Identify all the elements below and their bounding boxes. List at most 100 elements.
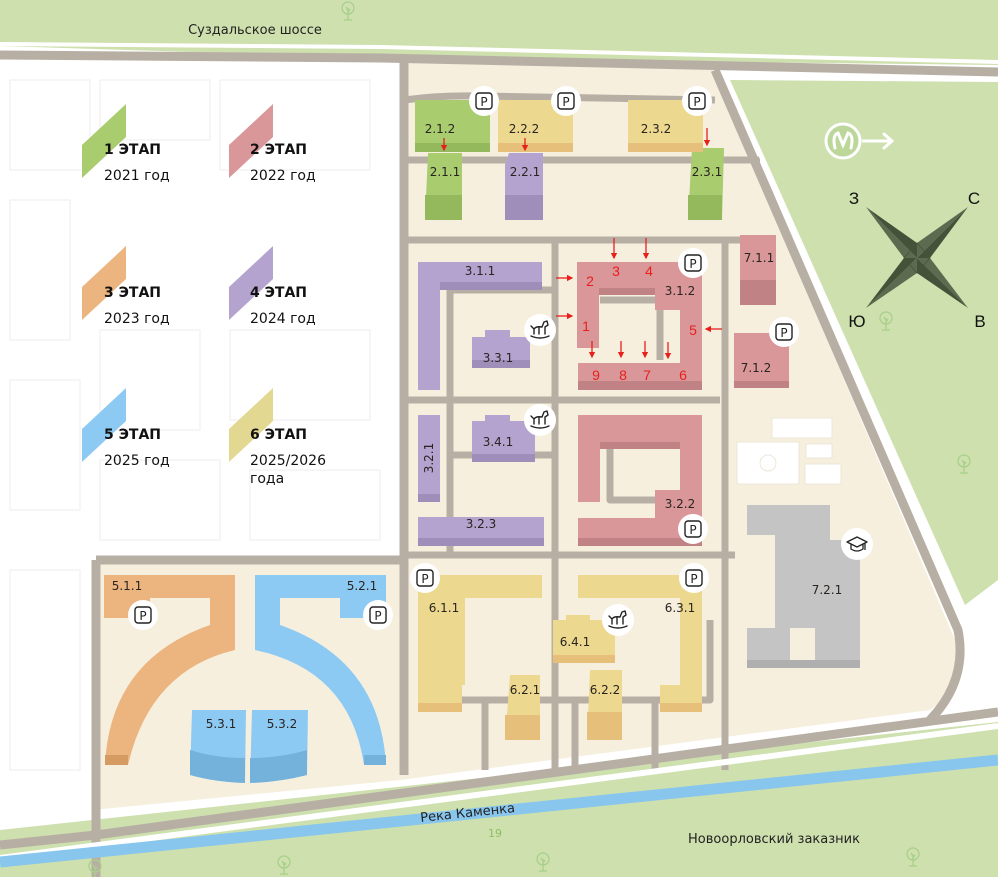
compass-south: Ю (848, 312, 865, 331)
building-labels: 2.1.2 2.1.1 2.2.2 2.2.1 2.3.2 2.3.1 3.1.… (112, 122, 843, 731)
road-edge (0, 723, 998, 861)
label: 3.4.1 (483, 435, 514, 449)
parking-icon[interactable] (362, 599, 394, 631)
park-right (730, 80, 998, 605)
label: 6.2.1 (510, 683, 541, 697)
background-city-blocks (9, 79, 381, 771)
river (0, 754, 998, 868)
legend-item-stage2[interactable]: 2 ЭТАП 2022 год (229, 104, 316, 184)
building-7.2.1[interactable] (747, 505, 860, 668)
parking-icon[interactable] (409, 562, 441, 594)
graduation-cap-icon[interactable] (840, 527, 874, 561)
label: 7.1.2 (741, 361, 772, 375)
rocking-horse-icon[interactable] (523, 403, 557, 437)
entrance-7: 7 (643, 367, 651, 383)
label: 2 ЭТАП (250, 142, 307, 158)
stage1-buildings (415, 100, 724, 220)
road-label: Суздальское шоссе (188, 23, 322, 38)
metro-icon[interactable] (824, 122, 862, 160)
legend-swatch (229, 104, 273, 178)
stage4-buildings (418, 153, 544, 546)
label: 7.2.1 (812, 583, 843, 597)
building-3.1.2[interactable] (577, 262, 702, 390)
building-5.2.1[interactable] (255, 575, 386, 765)
road-edge (0, 42, 998, 64)
entrance-8: 8 (619, 367, 627, 383)
entrance-4: 4 (645, 263, 653, 279)
label: 1 ЭТАП (104, 142, 161, 158)
legend-swatch (82, 388, 126, 462)
label: 3.2.3 (466, 517, 497, 531)
stage5-ground (92, 560, 400, 810)
park-top (0, 0, 998, 65)
compass-west: З (849, 189, 859, 208)
label: 3.1.1 (465, 264, 496, 278)
route-number: 19 (488, 827, 502, 840)
building-6.1.1[interactable] (418, 575, 542, 712)
legend-item-stage3[interactable]: 3 ЭТАП 2023 год (82, 246, 170, 327)
entrance-9: 9 (592, 367, 600, 383)
legend: 1 ЭТАП 2021 год 2 ЭТАП 2022 год 3 ЭТАП 2… (82, 104, 326, 487)
entrance-3: 3 (612, 263, 620, 279)
road-edge (726, 81, 970, 626)
arrow-right-icon (862, 132, 895, 150)
building-5.1.1[interactable] (104, 575, 235, 765)
label: 2.1.2 (425, 122, 456, 136)
reserve-label: Новоорловский заказник (688, 832, 860, 847)
label: 6.2.2 (590, 683, 621, 697)
building-3.2.1[interactable] (418, 415, 440, 502)
sports-area (736, 417, 842, 485)
legend-swatch (229, 246, 273, 320)
label: 3.2.1 (422, 443, 436, 474)
parking-icon[interactable] (127, 599, 159, 631)
building-6.4.1[interactable] (553, 615, 615, 663)
label: 7.1.1 (744, 251, 775, 265)
label: 4 ЭТАП (250, 285, 307, 301)
label: 2.3.2 (641, 122, 672, 136)
parking-icon[interactable] (468, 85, 500, 117)
building-3.3.1[interactable] (472, 330, 530, 368)
label: 6.4.1 (560, 635, 591, 649)
entrance-arrows (440, 128, 722, 360)
parking-icon[interactable] (681, 85, 713, 117)
label: года (250, 471, 284, 487)
parking-icon[interactable] (678, 562, 710, 594)
label: 2022 год (250, 168, 316, 184)
label: 3.2.2 (665, 497, 696, 511)
legend-item-stage6[interactable]: 6 ЭТАП 2025/2026 года (229, 388, 326, 487)
parking-icon[interactable] (550, 85, 582, 117)
compass-north: С (968, 189, 980, 208)
compass-east: В (974, 312, 985, 331)
label: 2025/2026 (250, 453, 326, 469)
parking-icon[interactable] (677, 513, 709, 545)
label: 2021 год (104, 168, 170, 184)
legend-swatch (82, 246, 126, 320)
label: 6.1.1 (429, 601, 460, 615)
label: 2023 год (104, 311, 170, 327)
legend-swatch (82, 104, 126, 178)
entrance-2: 2 (586, 273, 594, 289)
rocking-horse-icon[interactable] (601, 603, 635, 637)
parking-icon[interactable] (677, 247, 709, 279)
label: 5.3.2 (267, 717, 298, 731)
label: 5 ЭТАП (104, 427, 161, 443)
building-3.4.1[interactable] (472, 415, 535, 462)
label: 3 ЭТАП (104, 285, 161, 301)
compass-rose: З С Ю В (848, 189, 985, 331)
label: 6 ЭТАП (250, 427, 307, 443)
entrance-numbers: 1 2 3 4 5 6 7 8 9 (582, 263, 697, 383)
legend-item-stage4[interactable]: 4 ЭТАП 2024 год (229, 246, 316, 327)
entrance-6: 6 (679, 367, 687, 383)
entrance-5: 5 (689, 322, 697, 338)
stage2-buildings (577, 235, 789, 546)
label: 2.2.2 (509, 122, 540, 136)
parking-icon[interactable] (768, 316, 800, 348)
label: 2.2.1 (510, 165, 541, 179)
rocking-horse-icon[interactable] (523, 313, 557, 347)
legend-item-stage1[interactable]: 1 ЭТАП 2021 год (82, 104, 170, 184)
building-3.2.2[interactable] (578, 415, 702, 546)
legend-item-stage5[interactable]: 5 ЭТАП 2025 год (82, 388, 170, 469)
legend-swatch (229, 388, 273, 462)
label: 5.1.1 (112, 579, 143, 593)
